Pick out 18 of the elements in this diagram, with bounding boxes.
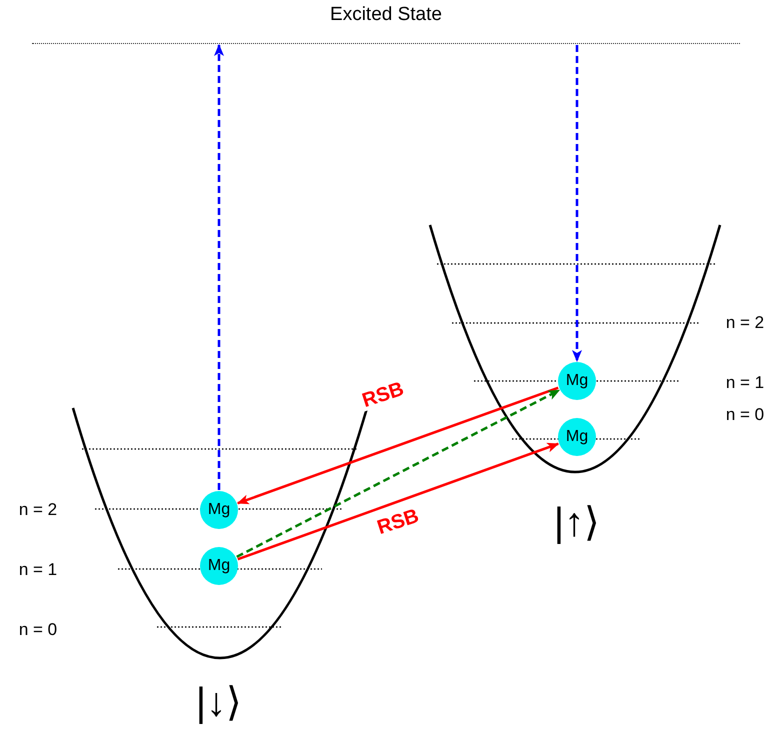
level-label: n = 2 xyxy=(726,313,764,333)
level-label: n = 2 xyxy=(18,500,58,520)
spin-state-label: |↓⟩ xyxy=(196,680,242,726)
level-label: n = 1 xyxy=(726,373,764,393)
spin-state-label: |↑⟩ xyxy=(554,500,600,546)
level-label: n = 0 xyxy=(726,405,764,425)
arrow xyxy=(236,386,559,504)
ion-circle: Mg xyxy=(558,418,596,456)
ion-circle: Mg xyxy=(200,491,238,529)
arrow xyxy=(572,45,582,362)
ion-circle: Mg xyxy=(200,547,238,585)
ion-circle: Mg xyxy=(558,362,596,400)
level-label: n = 0 xyxy=(18,620,58,640)
energy-level-band: Excited State xyxy=(32,4,740,44)
arrow xyxy=(237,442,560,560)
level-label: n = 1 xyxy=(18,560,58,580)
arrow xyxy=(236,389,560,558)
arrow xyxy=(214,44,224,490)
